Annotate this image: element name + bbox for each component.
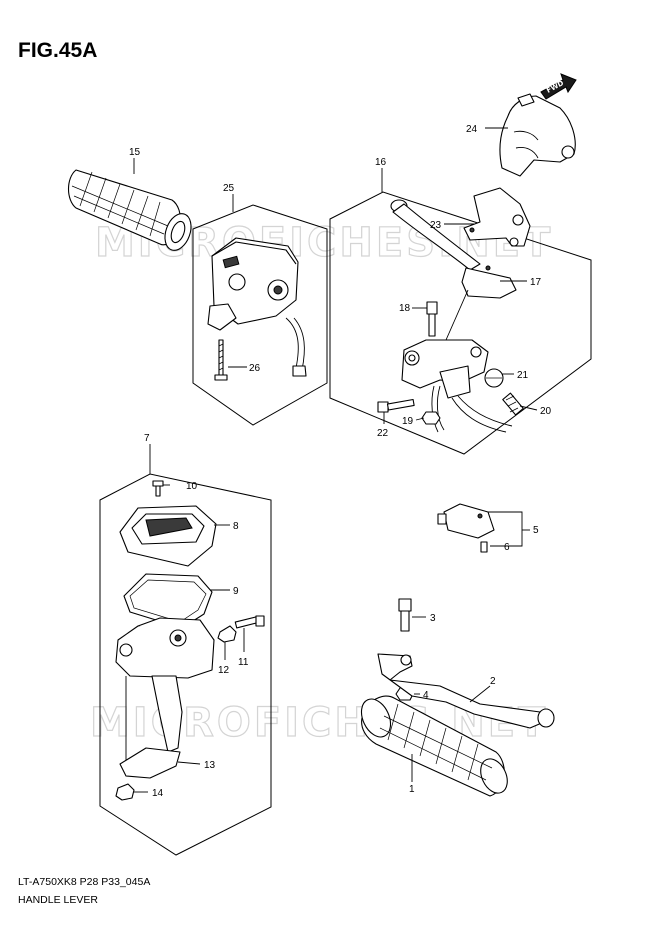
nut-14 bbox=[115, 783, 135, 801]
screw-26 bbox=[214, 339, 228, 381]
callout-5: 5 bbox=[533, 525, 539, 536]
callout-11: 11 bbox=[238, 657, 249, 668]
handlebar-switch-assembly bbox=[207, 237, 307, 377]
callout-1: 1 bbox=[409, 784, 415, 795]
callout-6: 6 bbox=[504, 542, 510, 553]
front-brake-lever bbox=[390, 199, 517, 341]
callout-25: 25 bbox=[223, 183, 235, 194]
lever-cover-24 bbox=[499, 93, 576, 177]
lever-bracket bbox=[401, 339, 513, 433]
throttle-cover-8 bbox=[119, 505, 217, 567]
rear-brake-lever-2 bbox=[377, 653, 555, 729]
brake-switch-23 bbox=[463, 187, 531, 247]
callout-2: 2 bbox=[490, 676, 496, 687]
callout-26: 26 bbox=[249, 363, 261, 374]
brake-light-switch-5 bbox=[437, 503, 495, 539]
assembly-box-16 bbox=[329, 191, 592, 455]
callout-3: 3 bbox=[430, 613, 436, 624]
callout-24: 24 bbox=[466, 124, 478, 135]
fwd-arrow-icon: FWD bbox=[540, 73, 577, 100]
spring-17 bbox=[485, 265, 491, 271]
callout-12: 12 bbox=[218, 665, 230, 676]
callout-23: 23 bbox=[430, 220, 442, 231]
throttle-housing bbox=[115, 617, 215, 776]
left-handle-grip bbox=[67, 169, 192, 251]
callout-22: 22 bbox=[377, 428, 389, 439]
right-handle-grip-1 bbox=[360, 695, 508, 797]
gasket-9 bbox=[123, 573, 213, 629]
nut-19 bbox=[421, 411, 441, 425]
bolt-22 bbox=[377, 398, 415, 413]
figure-code: LT-A750XK8 P28 P33_045A bbox=[18, 876, 150, 888]
callout-15: 15 bbox=[129, 147, 141, 158]
callout-10: 10 bbox=[186, 481, 198, 492]
callout-18: 18 bbox=[399, 303, 411, 314]
callout-14: 14 bbox=[152, 788, 164, 799]
adjuster-cap-21 bbox=[484, 368, 504, 388]
screw-10 bbox=[152, 480, 164, 497]
callout-4: 4 bbox=[423, 690, 429, 701]
pivot-bolt-3 bbox=[398, 598, 412, 632]
assembly-box-25 bbox=[192, 204, 328, 426]
figure-name: HANDLE LEVER bbox=[18, 894, 98, 906]
callout-16: 16 bbox=[375, 157, 387, 168]
callout-labels: 15 25 16 24 23 17 18 26 21 20 19 22 7 10… bbox=[129, 124, 552, 799]
callout-19: 19 bbox=[402, 416, 414, 427]
callout-17: 17 bbox=[530, 277, 542, 288]
bolt-11 bbox=[234, 615, 265, 629]
plate-13 bbox=[119, 747, 181, 779]
callout-20: 20 bbox=[540, 406, 552, 417]
callout-9: 9 bbox=[233, 586, 239, 597]
callout-21: 21 bbox=[517, 370, 529, 381]
figure-title: FIG.45A bbox=[18, 39, 97, 62]
bolt-20 bbox=[502, 392, 524, 416]
screw-6 bbox=[480, 541, 488, 553]
callout-13: 13 bbox=[204, 760, 216, 771]
leader-lines bbox=[133, 127, 538, 793]
callout-7: 7 bbox=[144, 433, 150, 444]
callout-8: 8 bbox=[233, 521, 239, 532]
nut-12 bbox=[217, 625, 237, 643]
